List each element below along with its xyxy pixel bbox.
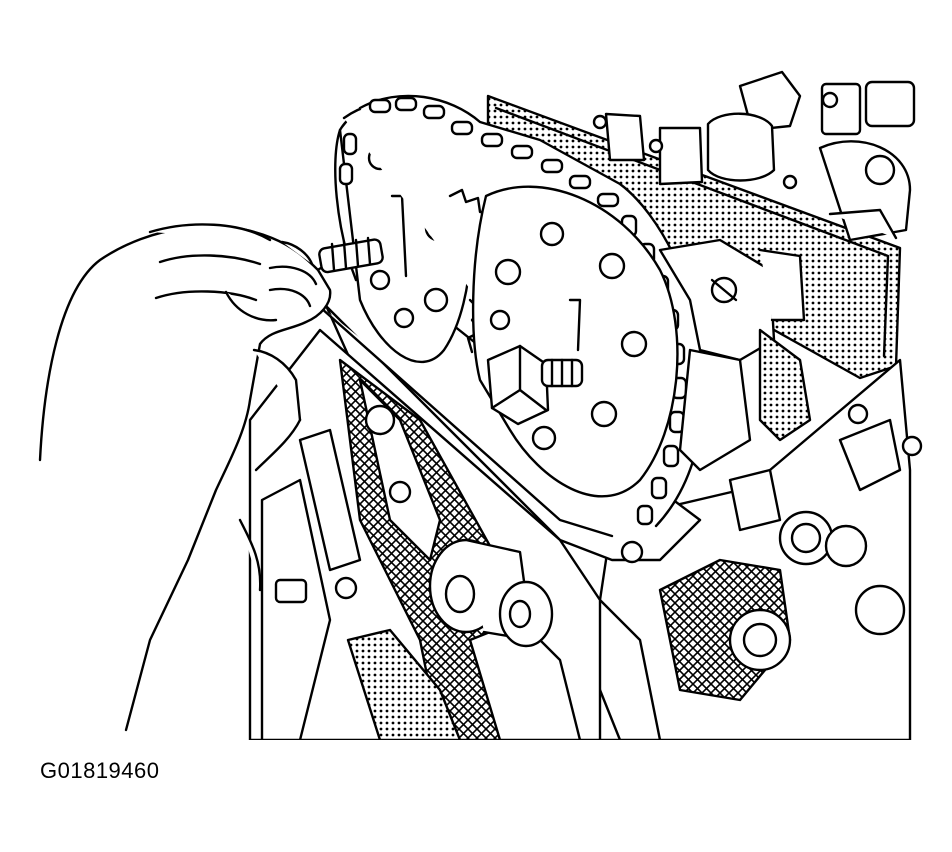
figure-code: G01819460 <box>40 758 160 783</box>
held-bolt <box>318 236 384 274</box>
camshaft-assembly <box>592 70 916 242</box>
timing-chain-diagram <box>38 70 923 740</box>
tensioner-pulleys <box>428 538 554 648</box>
cylinder-head <box>318 290 923 740</box>
sprocket-bolt <box>486 344 584 426</box>
cam-bracket <box>658 238 812 532</box>
hand <box>38 223 332 732</box>
